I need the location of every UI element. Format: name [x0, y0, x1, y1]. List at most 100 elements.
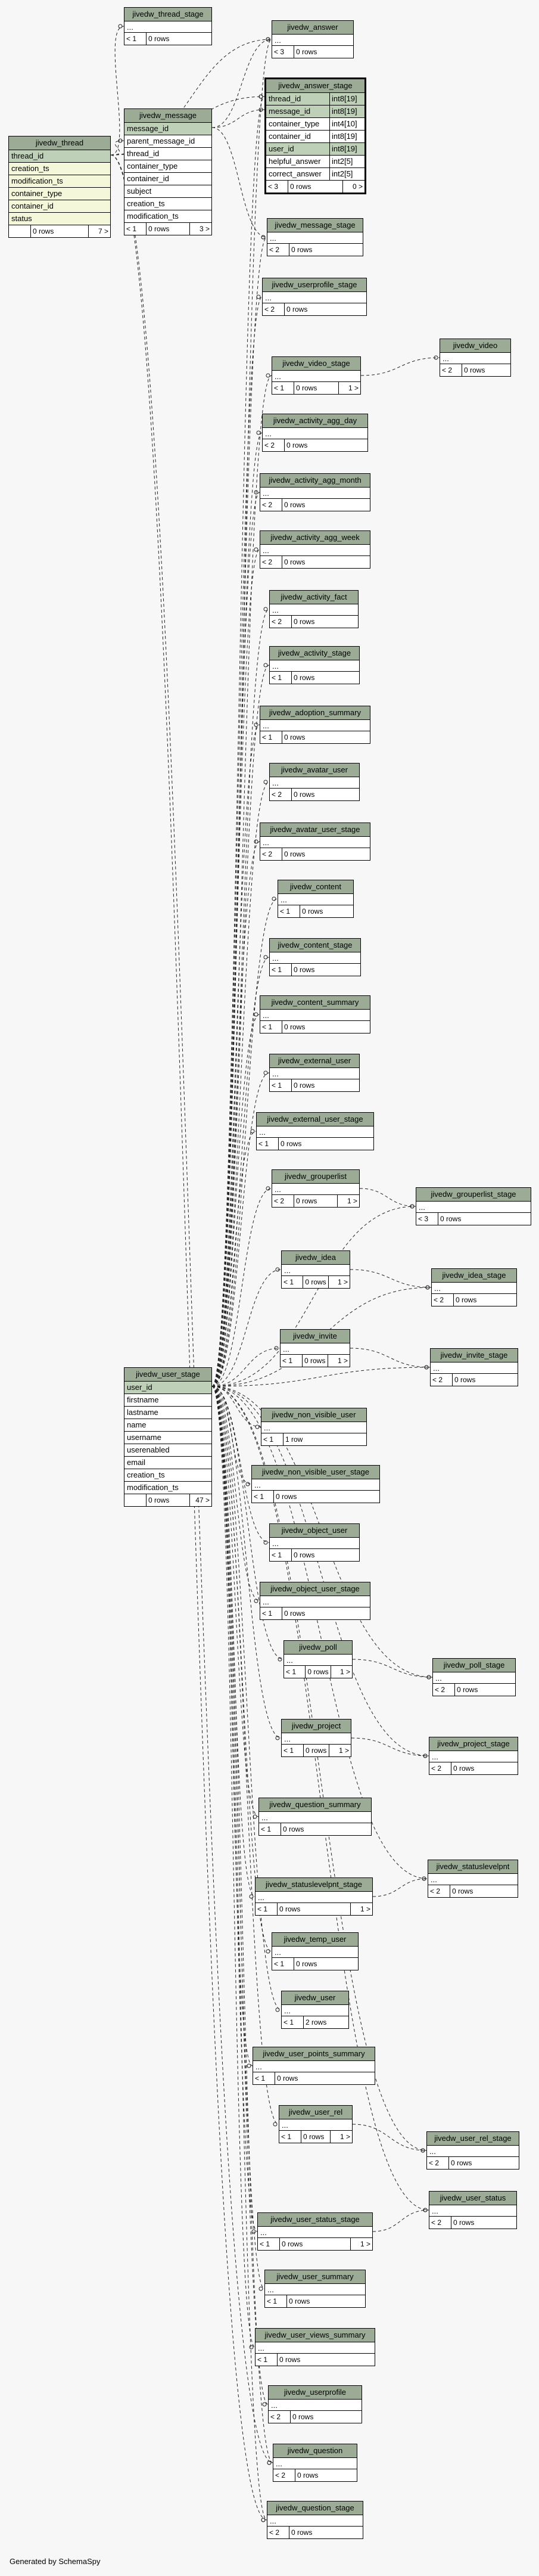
- table-title[interactable]: jivedw_thread: [9, 136, 110, 150]
- parents-count[interactable]: < 2: [267, 2527, 289, 2538]
- table-title[interactable]: jivedw_content: [278, 880, 353, 894]
- table-title[interactable]: jivedw_temp_user: [272, 1933, 358, 1947]
- parents-count[interactable]: < 2: [260, 848, 282, 860]
- table-title[interactable]: jivedw_external_user: [270, 1054, 359, 1068]
- children-count[interactable]: 7 >: [98, 227, 108, 235]
- parents-count[interactable]: < 2: [431, 1374, 453, 1386]
- parents-count[interactable]: < 1: [258, 2238, 280, 2250]
- table-title[interactable]: jivedw_project: [282, 1720, 351, 1733]
- table-title[interactable]: jivedw_userprofile: [269, 2386, 362, 2400]
- parents-count[interactable]: < 2: [269, 2411, 291, 2423]
- children-count[interactable]: 1 >: [338, 1746, 349, 1755]
- table-title[interactable]: jivedw_invite: [281, 1330, 350, 1343]
- parents-count[interactable]: < 2: [273, 2469, 295, 2481]
- parents-count[interactable]: < 1: [256, 1903, 278, 1915]
- parents-count[interactable]: < 2: [267, 244, 289, 256]
- table-title[interactable]: jivedw_message_stage: [267, 219, 363, 232]
- parents-count[interactable]: < 2: [272, 1195, 294, 1207]
- parents-count[interactable]: < 1: [270, 672, 292, 684]
- table-title[interactable]: jivedw_user_views_summary: [256, 2329, 375, 2342]
- parents-count[interactable]: < 1: [259, 1823, 281, 1835]
- parents-count[interactable]: < 1: [270, 964, 292, 976]
- table-title[interactable]: jivedw_statuslevelpnt: [428, 1860, 518, 1874]
- table-title[interactable]: jivedw_activity_fact: [270, 591, 358, 604]
- table-title[interactable]: jivedw_thread_stage: [124, 8, 211, 21]
- parents-count[interactable]: < 1: [260, 1021, 282, 1033]
- parents-count[interactable]: < 2: [270, 789, 292, 800]
- table-title[interactable]: jivedw_user_rel: [279, 2106, 352, 2119]
- parents-count[interactable]: < 2: [432, 1294, 454, 1306]
- table-title[interactable]: jivedw_idea: [282, 1251, 350, 1265]
- table-title[interactable]: jivedw_activity_agg_week: [260, 531, 370, 545]
- table-title[interactable]: jivedw_content_stage: [270, 939, 360, 952]
- parents-count[interactable]: < 1: [256, 2354, 278, 2366]
- parents-count[interactable]: < 2: [440, 364, 462, 376]
- parents-count[interactable]: < 3: [272, 46, 294, 58]
- parents-count[interactable]: < 1: [270, 1549, 292, 1561]
- children-count[interactable]: 0 >: [352, 182, 363, 191]
- table-title[interactable]: jivedw_activity_agg_day: [263, 414, 367, 428]
- parents-count[interactable]: < 3: [266, 181, 288, 193]
- parents-count[interactable]: < 1: [124, 223, 147, 235]
- table-title[interactable]: jivedw_user_summary: [265, 2270, 365, 2284]
- parents-count[interactable]: < 1: [279, 2131, 301, 2143]
- children-count[interactable]: 1 >: [347, 1197, 357, 1205]
- table-title[interactable]: jivedw_project_stage: [429, 1737, 518, 1751]
- parents-count[interactable]: < 2: [263, 303, 285, 315]
- parents-count[interactable]: < 2: [429, 2217, 451, 2229]
- table-title[interactable]: jivedw_object_user_stage: [260, 1582, 370, 1596]
- parents-count[interactable]: < 2: [428, 1885, 450, 1897]
- parents-count[interactable]: < 1: [284, 1666, 306, 1678]
- table-title[interactable]: jivedw_video: [440, 339, 510, 353]
- table-title[interactable]: jivedw_userprofile_stage: [263, 278, 366, 292]
- parents-count[interactable]: [9, 225, 31, 237]
- parents-count[interactable]: < 1: [272, 1958, 294, 1970]
- children-count[interactable]: 1 >: [360, 1905, 370, 1913]
- table-title[interactable]: jivedw_activity_agg_month: [260, 474, 370, 488]
- table-title[interactable]: jivedw_user_stage: [124, 1368, 211, 1382]
- parents-count[interactable]: < 2: [263, 439, 285, 451]
- table-title[interactable]: jivedw_user_rel_stage: [427, 2132, 519, 2146]
- parents-count[interactable]: < 2: [260, 499, 282, 511]
- table-title[interactable]: jivedw_poll_stage: [433, 1659, 515, 1672]
- parents-count[interactable]: < 1: [257, 1138, 279, 1150]
- table-title[interactable]: jivedw_non_visible_user: [261, 1408, 366, 1422]
- parents-count[interactable]: < 1: [278, 905, 300, 917]
- parents-count[interactable]: < 1: [260, 731, 282, 743]
- table-title[interactable]: jivedw_object_user: [270, 1524, 359, 1538]
- table-title[interactable]: jivedw_answer: [272, 21, 353, 35]
- children-count[interactable]: 1 >: [339, 2133, 350, 2141]
- parents-count[interactable]: < 1: [260, 1607, 282, 1619]
- table-title[interactable]: jivedw_question: [273, 2444, 357, 2458]
- table-title[interactable]: jivedw_grouperlist_stage: [416, 1188, 531, 1202]
